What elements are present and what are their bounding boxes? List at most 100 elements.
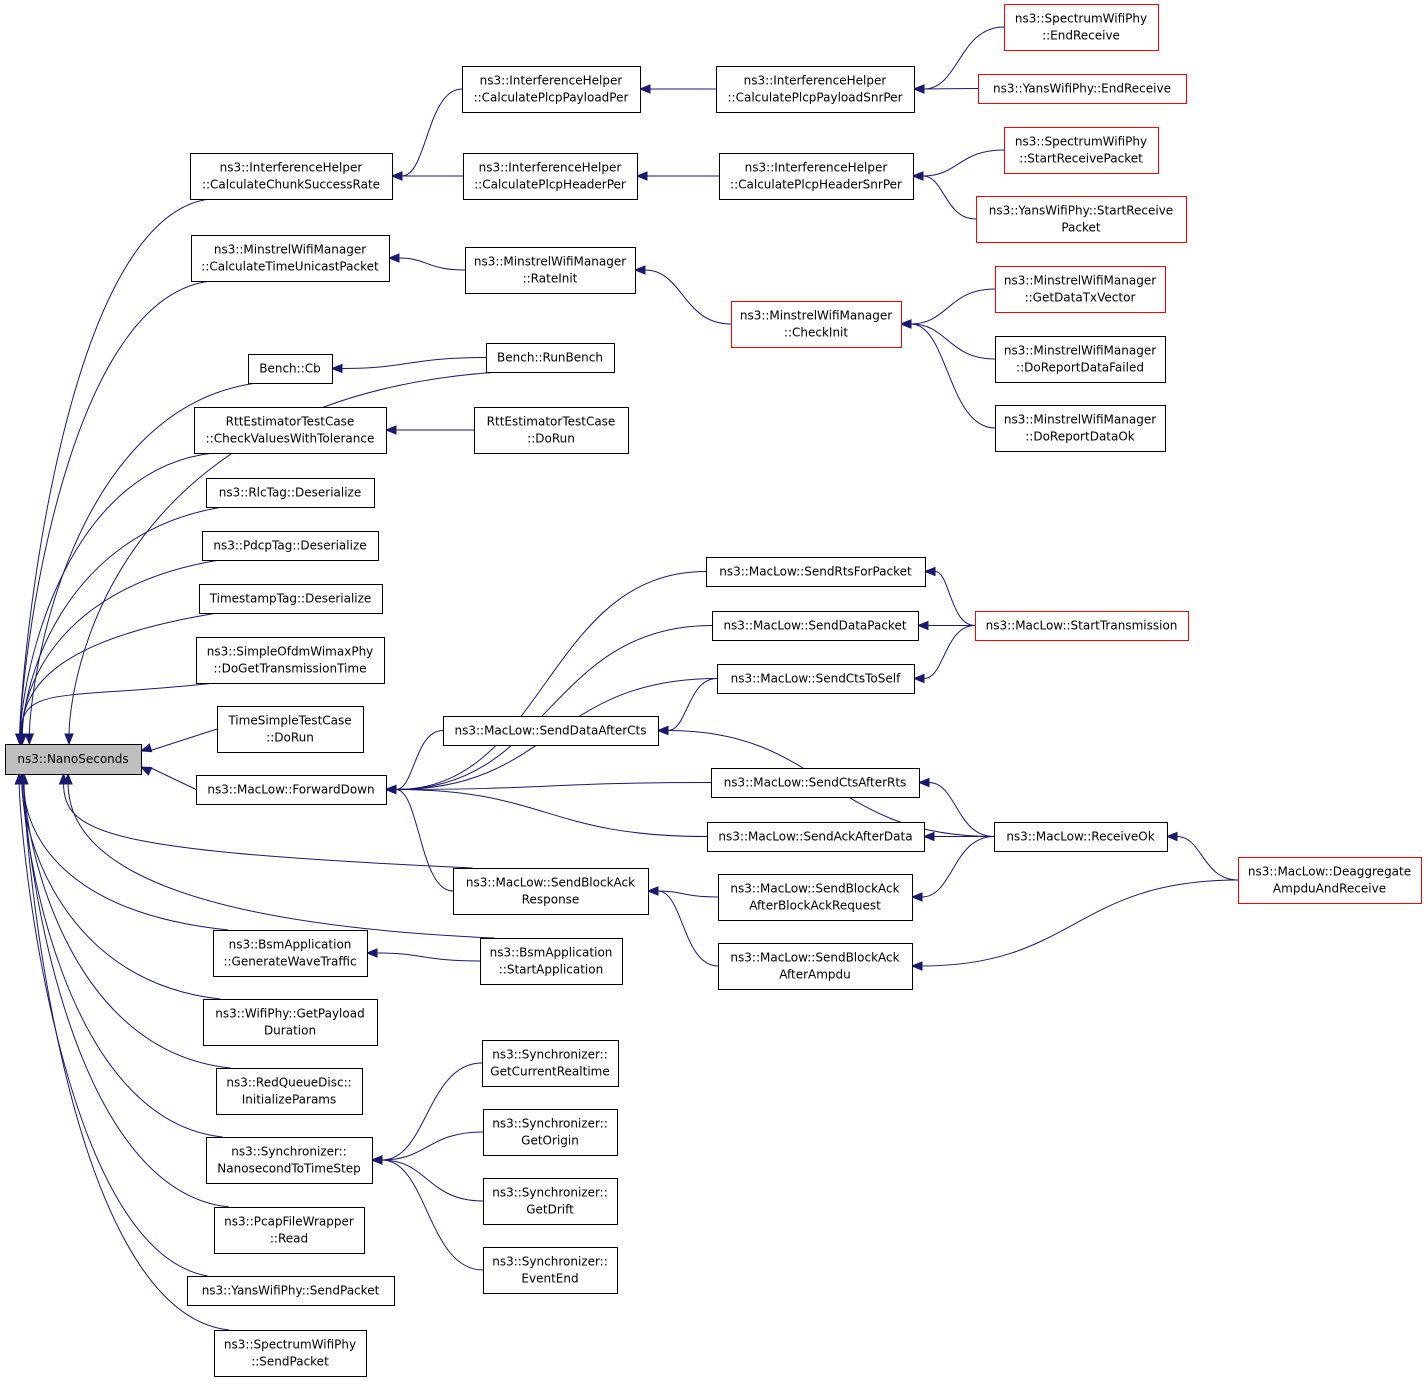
node-spec_sendpacket[interactable]: ns3::SpectrumWifiPhy::SendPacket bbox=[214, 1330, 367, 1377]
node-sendrts[interactable]: ns3::MacLow::SendRtsForPacket bbox=[706, 557, 926, 587]
node-calc_header_per[interactable]: ns3::InterferenceHelper::CalculatePlcpHe… bbox=[463, 153, 638, 200]
edge-ofdm-to-nanoseconds bbox=[20, 682, 215, 737]
arrowhead-sendbaresp-to-forwarddown bbox=[384, 784, 397, 795]
node-spec_endrecv[interactable]: ns3::SpectrumWifiPhy::EndReceive bbox=[1004, 4, 1159, 51]
node-label: ns3::MacLow::SendCtsAfterRts bbox=[724, 776, 907, 790]
node-minstrel_rateinit[interactable]: ns3::MinstrelWifiManager::RateInit bbox=[465, 247, 636, 294]
node-bsm_start[interactable]: ns3::BsmApplication::StartApplication bbox=[480, 938, 623, 985]
node-pcap_read[interactable]: ns3::PcapFileWrapper::Read bbox=[214, 1207, 365, 1254]
node-label: ns3::MacLow::SendCtsToSelf bbox=[731, 672, 901, 686]
node-bench_cb[interactable]: Bench::Cb bbox=[248, 354, 333, 384]
node-label: ::DoGetTransmissionTime bbox=[214, 662, 367, 676]
node-forwarddown[interactable]: ns3::MacLow::ForwardDown bbox=[196, 775, 387, 805]
edge-starttx-to-sendrts bbox=[934, 571, 976, 626]
node-sync_realtime[interactable]: ns3::Synchronizer::GetCurrentRealtime bbox=[482, 1040, 619, 1087]
node-box bbox=[483, 1109, 618, 1156]
edge-minstrel_ok-to-minstrel_checkinit bbox=[910, 323, 996, 429]
node-label: ns3::MacLow::SendRtsForPacket bbox=[719, 565, 912, 579]
node-sendackafter[interactable]: ns3::MacLow::SendAckAfterData bbox=[707, 822, 925, 852]
node-label: ::EndReceive bbox=[1042, 29, 1120, 43]
node-minstrel_getdata[interactable]: ns3::MinstrelWifiManager::GetDataTxVecto… bbox=[995, 266, 1166, 313]
arrowhead-minstrel_rateinit-to-minstrel_calc bbox=[387, 253, 400, 263]
node-minstrel_ok[interactable]: ns3::MinstrelWifiManager::DoReportDataOk bbox=[995, 405, 1166, 452]
node-sync_drift[interactable]: ns3::Synchronizer::GetDrift bbox=[483, 1178, 618, 1225]
node-label: TimeSimpleTestCase bbox=[227, 714, 351, 728]
node-rlctag[interactable]: ns3::RlcTag::Deserialize bbox=[206, 478, 375, 508]
edge-sendbaafterreq-to-sendbaresp bbox=[657, 890, 719, 898]
edge-bsm_start-to-bsm_gen bbox=[376, 952, 481, 962]
node-calc_chunk[interactable]: ns3::InterferenceHelper::CalculateChunkS… bbox=[190, 153, 393, 200]
edge-sync_nano-to-nanoseconds bbox=[21, 781, 223, 1138]
node-calc_header_snr[interactable]: ns3::InterferenceHelper::CalculatePlcpHe… bbox=[719, 153, 914, 200]
node-sync_nano[interactable]: ns3::Synchronizer::NanosecondToTimeStep bbox=[206, 1137, 373, 1184]
node-box bbox=[187, 1276, 395, 1306]
node-rtt_dorun[interactable]: RttEstimatorTestCase::DoRun bbox=[474, 407, 629, 454]
edge-bsm_gen-to-nanoseconds bbox=[23, 781, 229, 931]
node-label: GetOrigin bbox=[521, 1134, 579, 1148]
node-sync_origin[interactable]: ns3::Synchronizer::GetOrigin bbox=[483, 1109, 618, 1156]
node-box bbox=[196, 775, 387, 805]
node-box bbox=[483, 1247, 618, 1294]
node-timestamptag[interactable]: TimestampTag::Deserialize bbox=[199, 584, 383, 614]
edge-yans_endrecv-to-calc_payload_snr bbox=[923, 88, 979, 90]
node-box bbox=[482, 1040, 619, 1087]
node-label: Bench::Cb bbox=[259, 362, 321, 376]
edge-sync_drift-to-sync_nano bbox=[381, 1159, 484, 1202]
node-sendbaafterreq[interactable]: ns3::MacLow::SendBlockAckAfterBlockAckRe… bbox=[718, 874, 913, 921]
node-yans_endrecv[interactable]: ns3::YansWifiPhy::EndReceive bbox=[978, 74, 1187, 104]
node-senddataafter[interactable]: ns3::MacLow::SendDataAfterCts bbox=[443, 716, 659, 746]
edges-layer bbox=[14, 26, 1239, 1331]
node-calc_payload_snr[interactable]: ns3::InterferenceHelper::CalculatePlcpPa… bbox=[716, 66, 915, 113]
node-box bbox=[480, 938, 623, 985]
node-label: InitializeParams bbox=[242, 1093, 337, 1107]
arrowhead-bench_run-to-nanoseconds bbox=[64, 733, 74, 746]
node-box bbox=[214, 1207, 365, 1254]
arrowhead-ofdm-to-nanoseconds bbox=[15, 733, 26, 746]
node-sync_eventend[interactable]: ns3::Synchronizer::EventEnd bbox=[483, 1247, 618, 1294]
node-box bbox=[1004, 4, 1159, 51]
edge-minstrel_getdata-to-minstrel_checkinit bbox=[910, 288, 996, 325]
edge-sendctsself-to-senddataafter bbox=[667, 678, 718, 731]
node-yans_sendpacket[interactable]: ns3::YansWifiPhy::SendPacket bbox=[187, 1276, 395, 1306]
node-rtt_check[interactable]: RttEstimatorTestCase::CheckValuesWithTol… bbox=[194, 407, 387, 454]
node-calc_payload_per[interactable]: ns3::InterferenceHelper::CalculatePlcpPa… bbox=[462, 66, 641, 113]
edge-receiveok-to-sendctsafter bbox=[928, 782, 995, 837]
node-minstrel_checkinit[interactable]: ns3::MinstrelWifiManager::CheckInit bbox=[731, 301, 902, 348]
node-pdcptag[interactable]: ns3::PdcpTag::Deserialize bbox=[202, 531, 379, 561]
node-sendctsafter[interactable]: ns3::MacLow::SendCtsAfterRts bbox=[711, 768, 920, 798]
node-timesimple[interactable]: TimeSimpleTestCase::DoRun bbox=[217, 706, 364, 753]
node-label: ns3::InterferenceHelper bbox=[745, 161, 888, 175]
node-box bbox=[995, 266, 1166, 313]
arrowhead-rtt_dorun-to-rtt_check bbox=[384, 425, 397, 435]
node-label: ns3::MacLow::StartTransmission bbox=[986, 619, 1178, 633]
arrowhead-bsm_start-to-nanoseconds bbox=[63, 772, 73, 785]
node-receiveok[interactable]: ns3::MacLow::ReceiveOk bbox=[994, 822, 1168, 852]
node-starttx[interactable]: ns3::MacLow::StartTransmission bbox=[975, 611, 1189, 641]
node-senddata[interactable]: ns3::MacLow::SendDataPacket bbox=[712, 611, 919, 641]
node-label: ::DoReportDataFailed bbox=[1016, 361, 1144, 375]
node-label: ns3::MinstrelWifiManager bbox=[474, 255, 626, 269]
node-ofdm[interactable]: ns3::SimpleOfdmWimaxPhy::DoGetTransmissi… bbox=[196, 637, 385, 684]
arrowhead-receiveok-to-sendbaafterreq bbox=[910, 892, 923, 902]
edge-sendbaresp-to-nanoseconds bbox=[63, 781, 473, 869]
node-minstrel_calc[interactable]: ns3::MinstrelWifiManager::CalculateTimeU… bbox=[191, 235, 390, 282]
node-label: ns3::PcapFileWrapper bbox=[224, 1215, 354, 1229]
node-label: ns3::Synchronizer:: bbox=[492, 1048, 608, 1062]
node-box bbox=[995, 405, 1166, 452]
node-spec_startrecv[interactable]: ns3::SpectrumWifiPhy::StartReceivePacket bbox=[1004, 127, 1159, 174]
node-bsm_gen[interactable]: ns3::BsmApplication::GenerateWaveTraffic bbox=[213, 930, 368, 977]
node-redqueue[interactable]: ns3::RedQueueDisc::InitializeParams bbox=[216, 1068, 363, 1115]
node-bench_run[interactable]: Bench::RunBench bbox=[486, 343, 615, 373]
edge-spec_endrecv-to-calc_payload_snr bbox=[923, 26, 1005, 90]
node-sendctsself[interactable]: ns3::MacLow::SendCtsToSelf bbox=[717, 664, 915, 694]
edge-minstrel_rateinit-to-minstrel_calc bbox=[398, 257, 466, 271]
node-minstrel_failed[interactable]: ns3::MinstrelWifiManager::DoReportDataFa… bbox=[995, 336, 1166, 383]
edge-pdcptag-to-nanoseconds bbox=[21, 559, 220, 737]
node-yans_startrecv[interactable]: ns3::YansWifiPhy::StartReceivePacket bbox=[976, 196, 1187, 243]
node-nanoseconds[interactable]: ns3::NanoSeconds bbox=[5, 744, 142, 775]
